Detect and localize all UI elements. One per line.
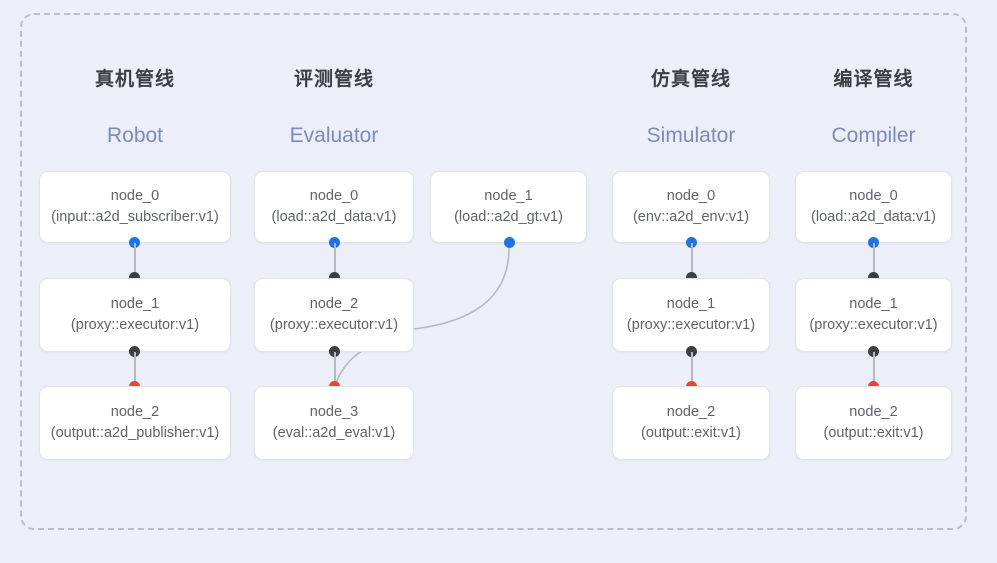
node-robot-1[interactable]: node_1 (proxy::executor:v1) bbox=[39, 278, 231, 352]
node-simulator-1[interactable]: node_1 (proxy::executor:v1) bbox=[612, 278, 770, 352]
node-name: node_0 bbox=[849, 188, 898, 204]
node-name: node_1 bbox=[110, 296, 160, 312]
port-in-compiler-1-icon bbox=[868, 272, 879, 283]
node-type: (proxy::executor:v1) bbox=[809, 317, 938, 333]
port-out-compiler-1-icon bbox=[868, 346, 879, 357]
node-evaluator-3[interactable]: node_3 (eval::a2d_eval:v1) bbox=[254, 386, 414, 460]
edge-robot-0-1 bbox=[134, 243, 136, 278]
port-in-robot-1-icon bbox=[129, 272, 140, 283]
port-out-evaluator-0-icon bbox=[329, 237, 340, 248]
node-robot-0[interactable]: node_0 (input::a2d_subscriber:v1) bbox=[39, 171, 231, 243]
diagram-dashed-frame bbox=[20, 13, 967, 530]
node-name: node_2 bbox=[666, 404, 716, 420]
node-name: node_2 bbox=[110, 404, 160, 420]
node-type: (input::a2d_subscriber:v1) bbox=[51, 209, 219, 225]
port-out-robot-0-icon bbox=[129, 237, 140, 248]
edge-robot-1-2 bbox=[134, 352, 136, 386]
column-title-en-simulator: Simulator bbox=[646, 124, 736, 147]
node-evaluator-2[interactable]: node_2 (proxy::executor:v1) bbox=[254, 278, 414, 352]
node-robot-2[interactable]: node_2 (output::a2d_publisher:v1) bbox=[39, 386, 231, 460]
edge-simulator-0-1 bbox=[691, 243, 693, 278]
edge-compiler-1-2 bbox=[873, 352, 875, 386]
node-compiler-1[interactable]: node_1 (proxy::executor:v1) bbox=[795, 278, 952, 352]
column-title-en-compiler: Compiler bbox=[831, 124, 916, 147]
port-out-simulator-1-icon bbox=[686, 346, 697, 357]
node-type: (load::a2d_data:v1) bbox=[811, 209, 936, 225]
port-in-simulator-1-icon bbox=[686, 272, 697, 283]
node-name: node_2 bbox=[309, 296, 359, 312]
node-type: (proxy::executor:v1) bbox=[626, 317, 756, 333]
port-out-robot-1-icon bbox=[129, 346, 140, 357]
node-name: node_0 bbox=[110, 188, 160, 204]
node-compiler-2[interactable]: node_2 (output::exit:v1) bbox=[795, 386, 952, 460]
column-title-cn-robot: 真机管线 bbox=[94, 69, 175, 90]
port-out-simulator-0-icon bbox=[686, 237, 697, 248]
port-out-compiler-0-icon bbox=[868, 237, 879, 248]
edge-simulator-1-2 bbox=[691, 352, 693, 386]
node-name: node_1 bbox=[484, 188, 533, 204]
port-in-evaluator-2-icon bbox=[329, 272, 340, 283]
port-out-evaluator-2-icon bbox=[329, 346, 340, 357]
edge-evaluator-0-2 bbox=[334, 243, 336, 278]
node-type: (env::a2d_env:v1) bbox=[632, 209, 750, 225]
node-type: (load::a2d_data:v1) bbox=[271, 209, 397, 225]
edge-evaluator-2-3 bbox=[334, 352, 336, 386]
node-simulator-2[interactable]: node_2 (output::exit:v1) bbox=[612, 386, 770, 460]
node-type: (load::a2d_gt:v1) bbox=[454, 209, 563, 225]
node-type: (output::a2d_publisher:v1) bbox=[50, 425, 220, 441]
port-out-evaluator-1-icon bbox=[504, 237, 515, 248]
node-type: (output::exit:v1) bbox=[823, 425, 924, 441]
node-name: node_0 bbox=[309, 188, 359, 204]
node-name: node_1 bbox=[666, 296, 716, 312]
node-type: (eval::a2d_eval:v1) bbox=[272, 425, 396, 441]
node-compiler-0[interactable]: node_0 (load::a2d_data:v1) bbox=[795, 171, 952, 243]
column-title-cn-evaluator: 评测管线 bbox=[293, 69, 374, 90]
node-type: (proxy::executor:v1) bbox=[269, 317, 399, 333]
node-evaluator-1[interactable]: node_1 (load::a2d_gt:v1) bbox=[430, 171, 587, 243]
node-name: node_1 bbox=[849, 296, 898, 312]
column-title-cn-compiler: 编译管线 bbox=[833, 69, 914, 90]
column-title-cn-simulator: 仿真管线 bbox=[650, 69, 731, 90]
node-name: node_0 bbox=[666, 188, 716, 204]
node-name: node_2 bbox=[849, 404, 898, 420]
node-type: (proxy::executor:v1) bbox=[70, 317, 200, 333]
node-name: node_3 bbox=[309, 404, 359, 420]
node-type: (output::exit:v1) bbox=[641, 425, 741, 441]
column-title-en-evaluator: Evaluator bbox=[289, 124, 379, 147]
edge-compiler-0-1 bbox=[873, 243, 875, 278]
node-simulator-0[interactable]: node_0 (env::a2d_env:v1) bbox=[612, 171, 770, 243]
column-title-en-robot: Robot bbox=[106, 124, 164, 147]
node-evaluator-0[interactable]: node_0 (load::a2d_data:v1) bbox=[254, 171, 414, 243]
